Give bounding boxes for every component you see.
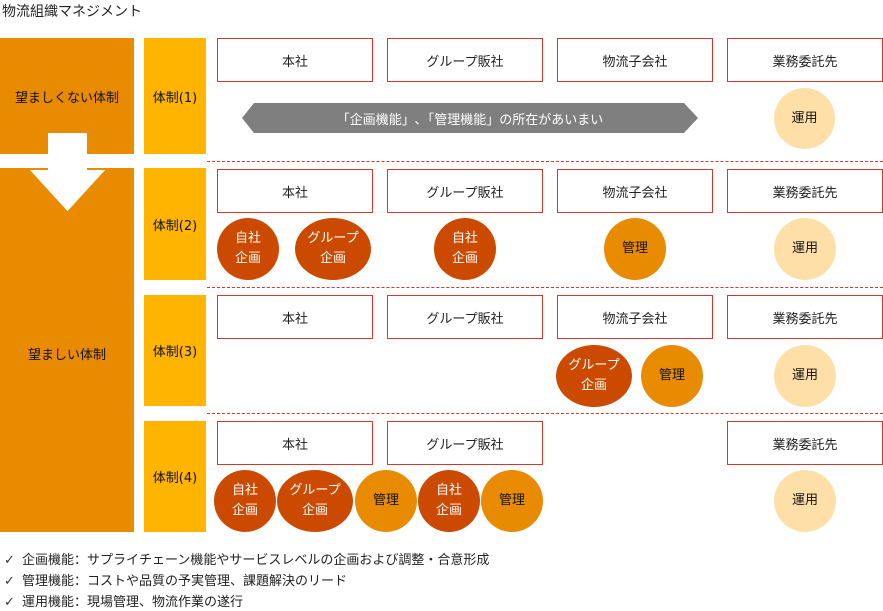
entity-contractor: 業務委託先 [727, 169, 883, 213]
entity-contractor: 業務委託先 [727, 421, 883, 465]
entity-label: 業務委託先 [772, 437, 838, 453]
note-text: 管理機能：コストや品質の予実管理、課題解決のリード [22, 574, 348, 589]
own-planning-circle: 自社企画 [217, 218, 279, 280]
note-planning: ✓ 企画機能：サプライチェーン機能やサービスレベルの企画および調整・合意形成 [4, 550, 489, 571]
circle-line: 自社 [234, 231, 261, 246]
management-circle: 管理 [481, 470, 543, 532]
entity-label: 本社 [281, 311, 308, 327]
operation-circle: 運用 [774, 88, 835, 149]
row-label-3: 体制(3) [144, 295, 206, 406]
page-title: 物流組織マネジメント [2, 4, 142, 20]
check-icon: ✓ [4, 595, 15, 610]
row-label-text: 体制(3) [152, 345, 198, 360]
row-divider [207, 161, 883, 162]
row-label-4: 体制(4) [144, 421, 206, 532]
circle-label: 運用 [791, 241, 818, 256]
entity-headquarters: 本社 [217, 169, 373, 213]
management-circle: 管理 [641, 345, 703, 407]
circle-line: グループ [307, 231, 359, 246]
circle-label: 管理 [498, 493, 525, 508]
circle-label: 運用 [791, 368, 818, 383]
entity-label: 物流子会社 [602, 54, 668, 70]
note-management: ✓ 管理機能：コストや品質の予実管理、課題解決のリード [4, 571, 489, 592]
own-planning-circle: 自社企画 [418, 470, 480, 532]
row-label-2: 体制(2) [144, 168, 206, 280]
circle-label: 管理 [658, 368, 685, 383]
operation-circle: 運用 [774, 345, 836, 407]
circle-line: 企画 [301, 503, 328, 518]
entity-headquarters: 本社 [217, 421, 373, 465]
operation-circle: 運用 [774, 218, 836, 280]
entity-label: グループ販社 [426, 54, 504, 70]
note-operation: ✓ 運用機能：現場管理、物流作業の遂行 [4, 592, 489, 611]
circle-line: 企画 [231, 503, 258, 518]
circle-label: 運用 [791, 493, 818, 508]
check-icon: ✓ [4, 553, 15, 568]
management-circle: 管理 [604, 218, 666, 280]
entity-label: 本社 [281, 437, 308, 453]
entity-label: グループ販社 [426, 437, 504, 453]
circle-line: 自社 [231, 483, 258, 498]
function-notes: ✓ 企画機能：サプライチェーン機能やサービスレベルの企画および調整・合意形成 ✓ 管… [4, 550, 489, 611]
desirable-state-label: 望ましい体制 [27, 348, 106, 363]
desirable-state-block: 望ましい体制 [0, 168, 134, 532]
own-planning-circle: 自社企画 [214, 470, 276, 532]
entity-label: グループ販社 [426, 311, 504, 327]
entity-group-sales: グループ販社 [387, 169, 543, 213]
operation-circle: 運用 [774, 470, 836, 532]
circle-line: 企画 [580, 378, 607, 393]
group-planning-circle: グループ企画 [556, 345, 632, 407]
row-label-text: 体制(1) [152, 90, 198, 106]
entity-headquarters: 本社 [217, 38, 373, 82]
entity-group-sales: グループ販社 [387, 295, 543, 339]
entity-label: 業務委託先 [772, 311, 838, 327]
group-planning-circle: グループ企画 [295, 218, 371, 280]
entity-label: 業務委託先 [772, 185, 838, 201]
entity-label: 物流子会社 [602, 311, 668, 327]
entity-label: 本社 [281, 185, 308, 201]
entity-contractor: 業務委託先 [727, 295, 883, 339]
circle-line: 企画 [319, 251, 346, 266]
entity-label: 本社 [281, 54, 308, 70]
down-arrow-overlay-icon [30, 133, 105, 211]
row-label-text: 体制(4) [152, 471, 198, 486]
entity-label: グループ販社 [426, 185, 504, 201]
row-divider [207, 287, 883, 288]
entity-group-sales: グループ販社 [387, 421, 543, 465]
circle-line: グループ [568, 358, 620, 373]
ambiguity-banner-shape [242, 103, 698, 133]
row-label-text: 体制(2) [152, 218, 198, 234]
circle-line: グループ [289, 483, 341, 498]
entity-headquarters: 本社 [217, 295, 373, 339]
entity-logistics-subsidiary: 物流子会社 [557, 169, 713, 213]
row-divider [207, 413, 883, 414]
check-icon: ✓ [4, 574, 15, 589]
circle-line: 企画 [435, 503, 462, 518]
circle-label: 管理 [621, 241, 648, 256]
entity-logistics-subsidiary: 物流子会社 [557, 38, 713, 82]
group-planning-circle: グループ企画 [277, 470, 353, 532]
circle-line: 企画 [234, 251, 261, 266]
note-text: 運用機能：現場管理、物流作業の遂行 [22, 595, 244, 610]
own-planning-circle: 自社企画 [434, 218, 496, 280]
ambiguity-banner: 「企画機能」､「管理機能」の所在があいまい [242, 103, 698, 133]
circle-line: 自社 [451, 231, 478, 246]
row-label-1: 体制(1) [144, 38, 206, 154]
circle-label: 管理 [372, 493, 399, 508]
management-circle: 管理 [355, 470, 417, 532]
entity-contractor: 業務委託先 [727, 38, 883, 82]
banner-text: 「企画機能」､「管理機能」の所在があいまい [336, 112, 604, 128]
undesirable-state-label: 望ましくない体制 [14, 90, 119, 106]
circle-line: 自社 [435, 483, 462, 498]
entity-logistics-subsidiary: 物流子会社 [557, 295, 713, 339]
note-text: 企画機能：サプライチェーン機能やサービスレベルの企画および調整・合意形成 [22, 553, 490, 568]
entity-group-sales: グループ販社 [387, 38, 543, 82]
entity-label: 物流子会社 [602, 185, 668, 201]
entity-label: 業務委託先 [772, 54, 838, 70]
circle-label: 運用 [791, 110, 818, 126]
circle-line: 企画 [451, 251, 478, 266]
